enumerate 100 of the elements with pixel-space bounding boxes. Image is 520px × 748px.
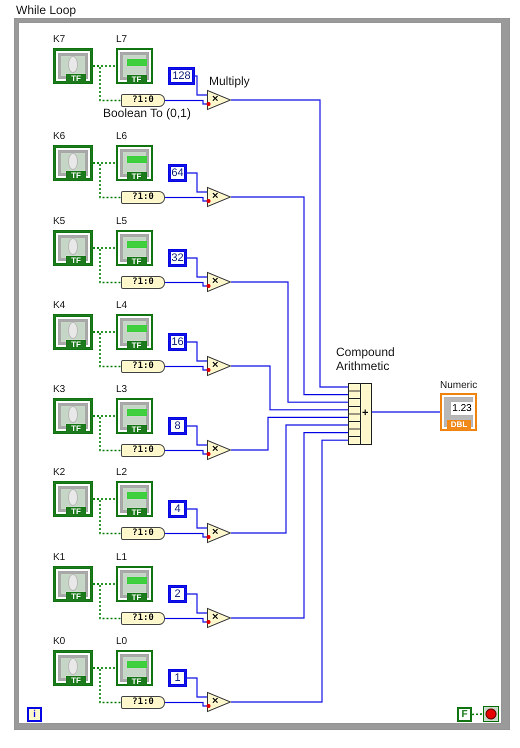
wire: [187, 341, 207, 362]
operator-symbol: ×: [212, 275, 218, 287]
wire: [187, 593, 207, 614]
data-type-tag: TF: [126, 257, 146, 266]
indicator-label: L4: [116, 300, 128, 311]
wire: [231, 196, 348, 396]
operator-symbol: ×: [212, 190, 218, 202]
data-type-tag: TF: [66, 676, 86, 685]
data-type-tag: TF: [66, 340, 86, 349]
control-label: K7: [53, 34, 66, 45]
control-label: K0: [53, 636, 66, 647]
wire: [187, 508, 207, 529]
stop-condition-icon: [483, 706, 499, 722]
indicator-label: L0: [116, 636, 128, 647]
data-type-tag: TF: [66, 507, 86, 516]
wire: [187, 425, 207, 446]
control-label: K2: [53, 467, 66, 478]
numeric-constant: 2: [168, 585, 187, 603]
control-label: K6: [53, 131, 66, 142]
wire: [231, 432, 348, 619]
boolean-to-number-node: ?1:0: [121, 527, 165, 540]
operator-symbol: ×: [212, 611, 218, 623]
wire: [231, 440, 348, 703]
function-label: Multiply: [209, 75, 250, 88]
wire: [93, 162, 121, 198]
wire: [165, 366, 207, 371]
indicator-label: L6: [116, 131, 128, 142]
wire: [165, 100, 207, 105]
wire: [231, 99, 348, 388]
operator-symbol: ×: [212, 695, 218, 707]
data-type-tag: DBL: [447, 420, 471, 429]
data-type-tag: TF: [126, 425, 146, 434]
wire: [231, 365, 348, 410]
wire: [165, 196, 207, 202]
boolean-to-number-node: ?1:0: [121, 444, 165, 457]
numeric-constant: 128: [168, 67, 195, 85]
indicator-label: L2: [116, 467, 128, 478]
data-type-tag: TF: [66, 424, 86, 433]
wire: [93, 667, 121, 704]
wire: [93, 331, 121, 368]
wire: [165, 618, 207, 623]
indicator-label: L7: [116, 34, 128, 45]
boolean-to-number-node: ?1:0: [121, 276, 165, 289]
wire: [93, 498, 121, 534]
wire: [93, 583, 121, 620]
numeric-constant: 16: [168, 333, 187, 351]
control-label: K5: [53, 216, 66, 227]
control-label: K1: [53, 552, 66, 563]
function-label: Compound Arithmetic: [336, 345, 396, 373]
wire: [231, 281, 348, 403]
data-type-tag: TF: [126, 341, 146, 350]
wire: [187, 172, 207, 193]
wire: [93, 65, 121, 102]
data-type-tag: TF: [66, 256, 86, 265]
wire: [231, 416, 348, 451]
indicator-label: L1: [116, 552, 128, 563]
wire: [372, 411, 440, 413]
operator-symbol: +: [362, 407, 368, 419]
operator-symbol: ×: [212, 443, 218, 455]
boolean-to-number-node: ?1:0: [121, 612, 165, 625]
indicator-label: L3: [116, 384, 128, 395]
wire: [165, 282, 207, 287]
data-type-tag: TF: [126, 172, 146, 181]
wire: [187, 257, 207, 278]
data-type-tag: TF: [66, 171, 86, 180]
iteration-terminal: i: [27, 707, 42, 722]
wire: [472, 713, 484, 716]
boolean-to-number-node: ?1:0: [121, 191, 165, 204]
control-label: K3: [53, 384, 66, 395]
indicator-label: L5: [116, 216, 128, 227]
value-display: 1.23: [451, 402, 473, 415]
operator-symbol: ×: [212, 359, 218, 371]
boolean-to-number-node: ?1:0: [121, 94, 165, 107]
wire: [187, 677, 207, 698]
boolean-to-number-node: ?1:0: [121, 696, 165, 709]
numeric-constant: 8: [168, 417, 187, 435]
wire: [165, 532, 207, 538]
wire: [165, 702, 207, 707]
operator-symbol: ×: [212, 93, 218, 105]
wire: [165, 450, 207, 455]
operator-symbol: ×: [212, 526, 218, 538]
data-type-tag: TF: [126, 677, 146, 686]
data-type-tag: TF: [66, 592, 86, 601]
function-label: Boolean To (0,1): [103, 107, 191, 120]
numeric-constant: 1: [168, 669, 187, 687]
control-label: K4: [53, 300, 66, 311]
boolean-constant: F: [457, 707, 472, 722]
boolean-to-number-node: ?1:0: [121, 360, 165, 373]
indicator-label: Numeric: [440, 380, 478, 391]
wire: [231, 424, 348, 534]
data-type-tag: TF: [126, 508, 146, 517]
wire: [93, 247, 121, 284]
wire: [93, 415, 121, 452]
numeric-constant: 64: [168, 164, 187, 182]
numeric-constant: 4: [168, 500, 187, 518]
data-type-tag: TF: [126, 593, 146, 602]
wire: [195, 75, 207, 96]
numeric-constant: 32: [168, 249, 187, 267]
data-type-tag: TF: [66, 74, 86, 83]
data-type-tag: TF: [126, 75, 146, 84]
